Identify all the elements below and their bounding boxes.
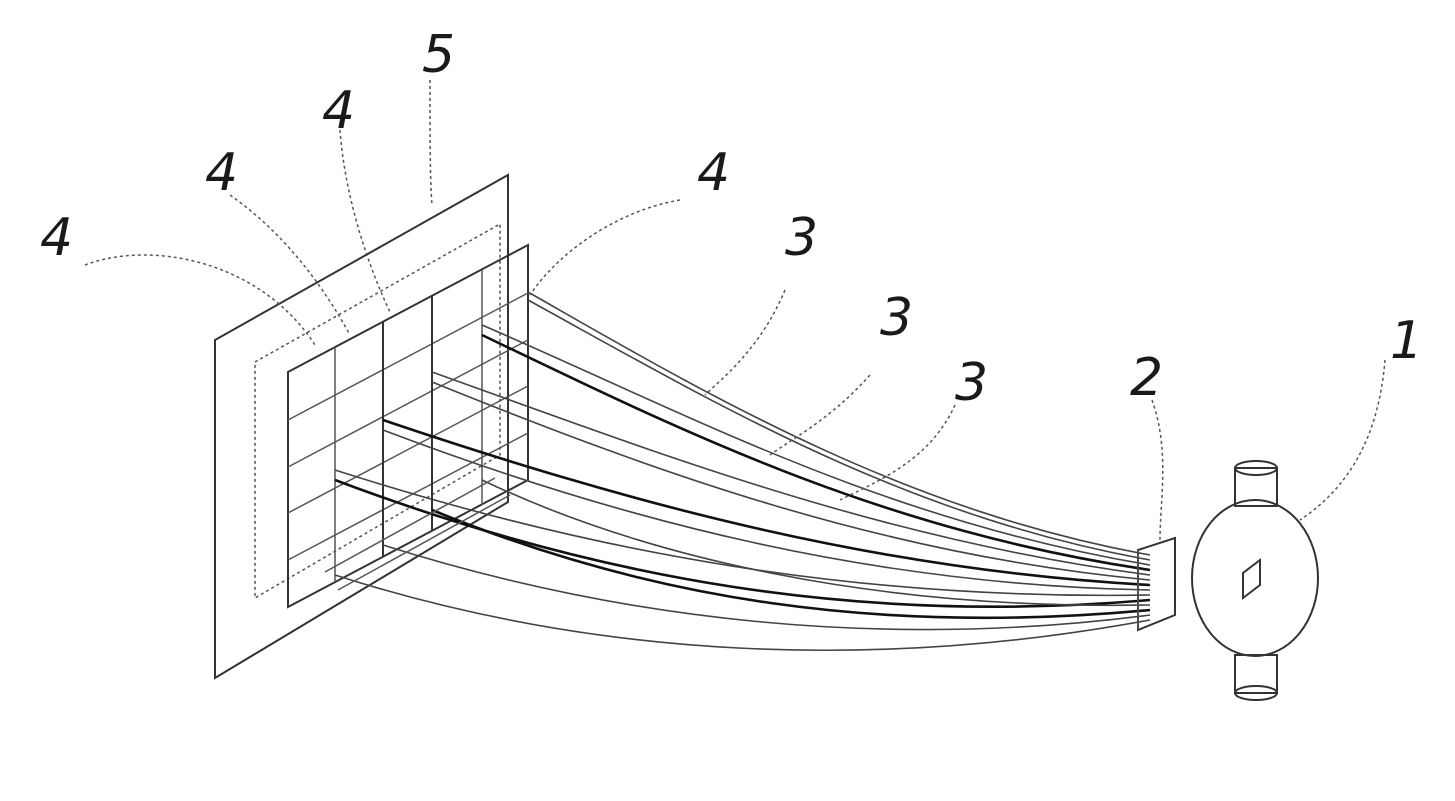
- label-fiber-b: 3: [880, 288, 913, 348]
- label-collector: 2: [1130, 348, 1163, 408]
- label-panel-c: 4: [205, 143, 238, 203]
- reference-labels: 1 2 3 3 3 4 4 4 4 5: [40, 25, 1423, 413]
- label-fiber-a: 3: [955, 353, 988, 413]
- label-fiber-c: 3: [785, 208, 818, 268]
- label-panel-a: 4: [697, 143, 730, 203]
- lamp-icon: [1192, 461, 1318, 700]
- label-lamp: 1: [1390, 311, 1423, 371]
- mounting-plate: [215, 175, 508, 678]
- label-panel-d: 4: [40, 208, 73, 268]
- label-frame: 5: [422, 25, 455, 85]
- label-panel-b: 4: [322, 81, 355, 141]
- leader-lines: [85, 80, 1385, 540]
